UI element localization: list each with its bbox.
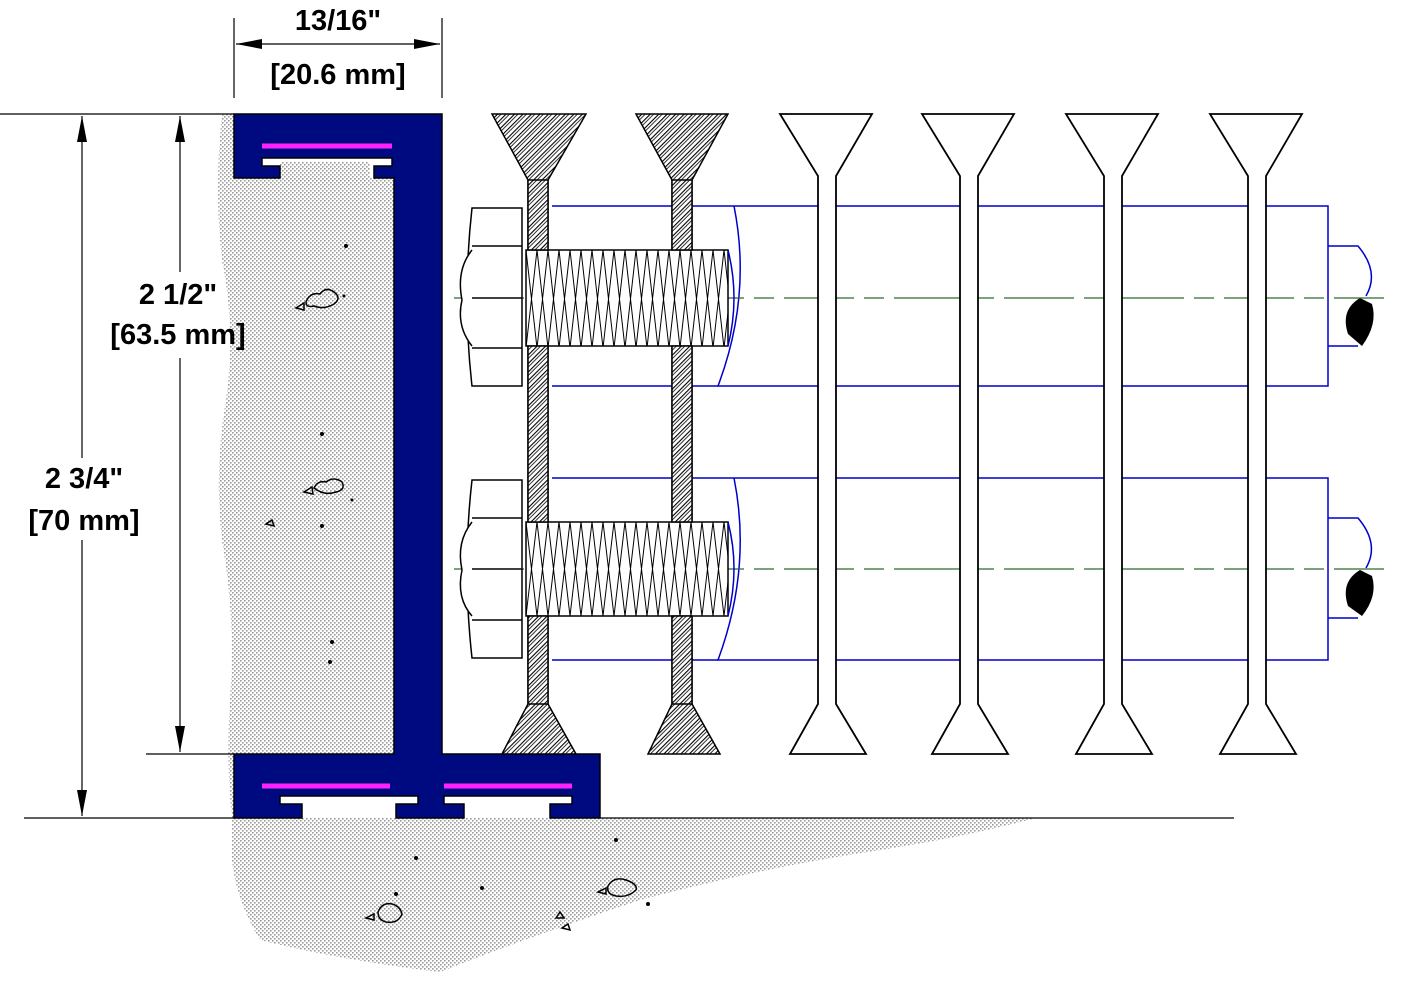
- aggregate-dots: [320, 244, 650, 906]
- inner-height-inch-label: 2 1/2": [139, 279, 217, 311]
- tbar-white: [778, 113, 1304, 755]
- width-mm-label: [20.6 mm]: [270, 59, 405, 91]
- aggregate-pebbles: [264, 288, 638, 932]
- rod-break-symbols: [1345, 298, 1374, 616]
- concrete-core: [236, 178, 394, 754]
- overall-height-inch-label: 2 3/4": [45, 463, 123, 495]
- rods: [552, 205, 1373, 661]
- concrete-core-top: [280, 162, 370, 180]
- inner-height-mm-label: [63.5 mm]: [110, 319, 245, 351]
- bolt-lower: [459, 479, 735, 659]
- dimension-lines: [0, 18, 1234, 819]
- dimension-arrows: [77, 39, 440, 816]
- concrete-floor: [232, 818, 1036, 972]
- bolt-upper: [459, 207, 735, 387]
- width-inch-label: 13/16": [295, 5, 381, 37]
- overall-height-mm-label: [70 mm]: [28, 505, 139, 537]
- concrete-wall: [218, 114, 236, 818]
- tbar-stems: [527, 179, 693, 705]
- aluminum-channel: [233, 113, 601, 819]
